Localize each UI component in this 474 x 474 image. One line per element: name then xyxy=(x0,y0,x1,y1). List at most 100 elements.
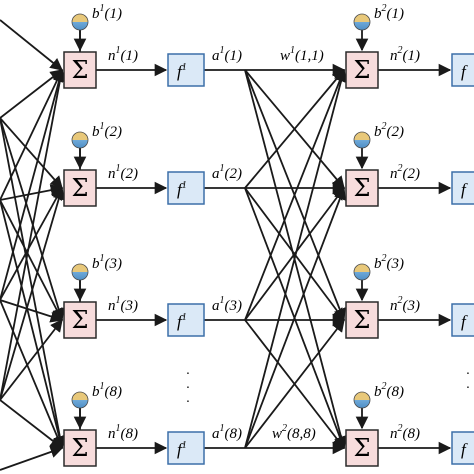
activation-symbol-part: f xyxy=(461,312,468,331)
net-input-label-layer2-part: (3) xyxy=(403,298,421,314)
input-connection xyxy=(0,319,63,401)
bias-label-layer1: b1(2) xyxy=(92,121,122,140)
net-input-label-layer1-part: (3) xyxy=(121,298,139,314)
input-connection xyxy=(0,69,63,119)
bias-node xyxy=(71,391,89,409)
net-input-label-layer2: n2(8) xyxy=(390,423,420,442)
output-label-layer1-part: 1 xyxy=(220,423,225,434)
sum-symbol: Σ xyxy=(72,306,89,334)
ellipsis-dot: · xyxy=(186,381,191,396)
weight-label-first-part: w xyxy=(280,48,290,64)
bias-label-layer2-part: 2 xyxy=(382,121,387,132)
input-connection xyxy=(0,68,67,401)
net-input-label-layer2-part: (2) xyxy=(403,166,421,182)
activation-symbol: f xyxy=(461,62,468,81)
output-label-layer1-part: a xyxy=(212,298,220,314)
net-input-label-layer2-part: 2 xyxy=(398,295,403,306)
net-input-label-layer1-part: n xyxy=(108,298,116,314)
bias-label-layer2-part: (3) xyxy=(387,256,405,272)
activation-node-layer1 xyxy=(167,303,205,337)
output-label-layer1-part: (1) xyxy=(225,48,243,64)
activation-symbol-part: f xyxy=(461,440,468,459)
activation-symbol: f xyxy=(461,180,468,199)
output-label-layer1-part: (3) xyxy=(225,298,243,314)
net-input-label-layer2-part: n xyxy=(390,426,398,442)
output-label-layer1: a1(8) xyxy=(212,423,242,442)
weight-label-last-part: 2 xyxy=(282,423,287,434)
output-label-layer1: a1(3) xyxy=(212,295,242,314)
bias-label-layer1-part: b xyxy=(92,6,100,22)
bias-node xyxy=(71,131,89,149)
sum-symbol: Σ xyxy=(354,56,371,84)
bias-label-layer1: b1(3) xyxy=(92,253,122,272)
net-input-label-layer1-part: 1 xyxy=(116,295,121,306)
bias-label-layer1: b1(8) xyxy=(92,381,122,400)
activation-symbol: f1 xyxy=(177,312,187,331)
net-input-label-layer1: n1(8) xyxy=(108,423,138,442)
input-connection xyxy=(0,199,63,322)
net-input-label-layer1-part: n xyxy=(108,166,116,182)
input-connection xyxy=(0,68,63,201)
ellipsis-dot: · xyxy=(186,395,191,410)
input-connection xyxy=(0,299,64,450)
activation-symbol-part: f xyxy=(177,440,184,459)
output-label-layer1-part: a xyxy=(212,48,220,64)
bias-label-layer1-part: 1 xyxy=(100,253,105,264)
bias-label-layer2-part: 2 xyxy=(382,253,387,264)
weight-connection xyxy=(244,319,345,449)
bias-label-layer1-part: (2) xyxy=(105,124,123,140)
net-input-label-layer1-part: (2) xyxy=(121,166,139,182)
activation-node-layer2 xyxy=(451,431,474,465)
sum-symbol: Σ xyxy=(354,306,371,334)
bias-label-layer2-part: 2 xyxy=(382,381,387,392)
activation-node-layer1 xyxy=(167,431,205,465)
activation-symbol-part: f xyxy=(461,62,468,81)
input-connection xyxy=(0,186,63,301)
bias-node xyxy=(71,13,89,31)
sum-node-layer1 xyxy=(63,301,97,339)
bias-node xyxy=(353,263,371,281)
weight-connection xyxy=(244,186,345,321)
output-label-layer1-part: a xyxy=(212,426,220,442)
bias-node xyxy=(353,13,371,31)
activation-symbol-part: f xyxy=(177,62,184,81)
net-input-label-layer1-part: (1) xyxy=(121,48,139,64)
bias-label-layer1-part: 1 xyxy=(100,381,105,392)
sum-symbol: Σ xyxy=(72,56,89,84)
sum-node-layer2 xyxy=(345,51,379,89)
net-input-label-layer2-part: (1) xyxy=(403,48,421,64)
bias-label-layer1-part: 1 xyxy=(100,121,105,132)
sum-symbol: Σ xyxy=(72,434,89,462)
input-connection xyxy=(0,117,63,189)
activation-symbol-part: f xyxy=(177,312,184,331)
bias-label-layer1-part: b xyxy=(92,256,100,272)
bias-label-layer2: b2(3) xyxy=(374,253,404,272)
bias-label-layer1: b1(1) xyxy=(92,3,122,22)
output-label-layer1-part: a xyxy=(212,166,220,182)
bias-label-layer2: b2(1) xyxy=(374,3,404,22)
input-connection xyxy=(0,199,66,450)
sum-node-layer2 xyxy=(345,169,379,207)
bias-node xyxy=(353,391,371,409)
bias-label-layer2-part: b xyxy=(374,256,382,272)
activation-node-layer2 xyxy=(451,171,474,205)
net-input-label-layer2: n2(3) xyxy=(390,295,420,314)
sum-symbol: Σ xyxy=(354,174,371,202)
bias-label-layer2: b2(2) xyxy=(374,121,404,140)
net-input-label-layer2-part: n xyxy=(390,166,398,182)
input-connection xyxy=(0,399,63,449)
sum-symbol: Σ xyxy=(354,434,371,462)
weight-connection xyxy=(244,68,346,321)
bias-label-layer2-part: (1) xyxy=(387,6,405,22)
sum-node-layer1 xyxy=(63,169,97,207)
weight-label-first-part: (1,1) xyxy=(295,48,324,64)
bias-label-layer1-part: 1 xyxy=(100,3,105,14)
activation-node-layer2 xyxy=(451,53,474,87)
bias-node xyxy=(353,131,371,149)
sum-node-layer1 xyxy=(63,51,97,89)
input-connection xyxy=(0,186,65,401)
net-input-label-layer1: n1(3) xyxy=(108,295,138,314)
bias-label-layer1-part: b xyxy=(92,124,100,140)
activation-symbol-part: 1 xyxy=(182,312,187,323)
net-input-label-layer1-part: 1 xyxy=(116,423,121,434)
